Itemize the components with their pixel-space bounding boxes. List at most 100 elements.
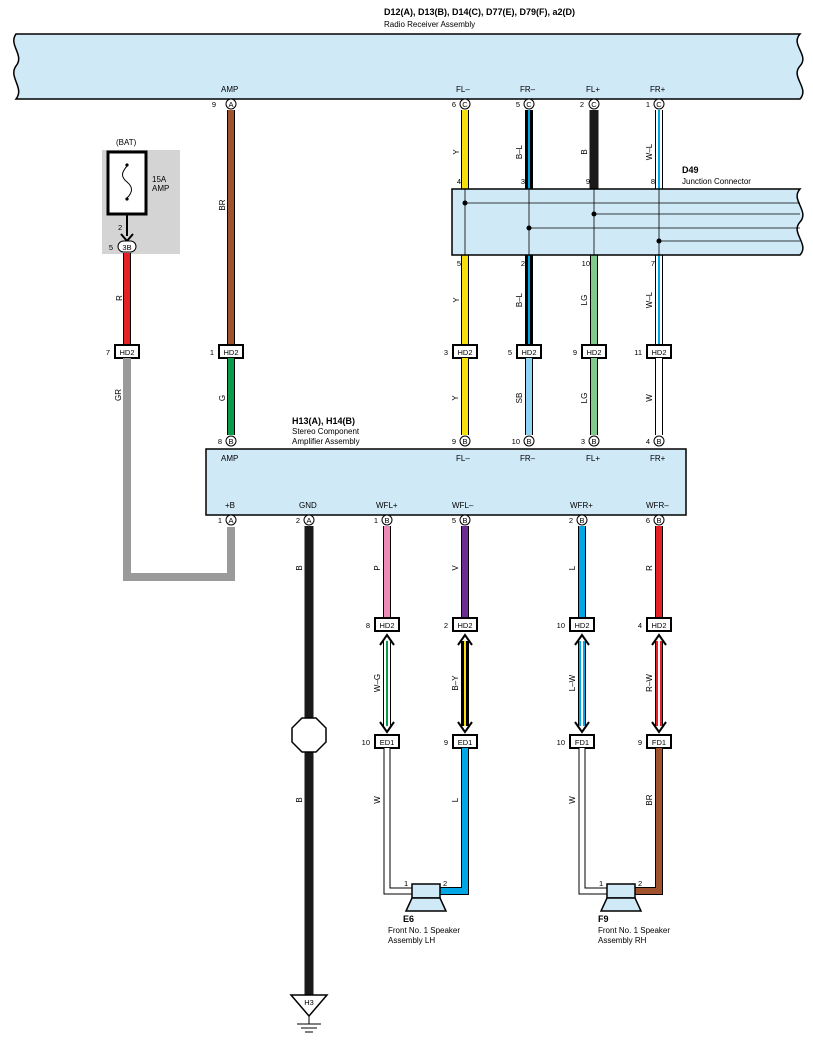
svg-text:LG: LG xyxy=(580,295,589,306)
svg-text:4: 4 xyxy=(638,621,642,630)
speaker-f9-name-2: Assembly RH xyxy=(598,936,647,945)
ground-splice xyxy=(291,717,327,753)
svg-text:BR: BR xyxy=(645,794,654,805)
svg-text:W–G: W–G xyxy=(373,674,382,692)
hd2-connector-11: 11 HD2 xyxy=(634,344,672,359)
svg-text:L: L xyxy=(568,565,577,570)
svg-text:B–L: B–L xyxy=(515,144,524,159)
svg-text:R: R xyxy=(115,295,124,301)
svg-text:B: B xyxy=(462,437,467,446)
svg-text:2: 2 xyxy=(638,879,642,888)
svg-text:2: 2 xyxy=(569,516,573,525)
svg-text:AMP: AMP xyxy=(221,454,238,463)
junction-body xyxy=(451,188,804,256)
svg-text:R: R xyxy=(645,565,654,571)
speaker-e6-id: E6 xyxy=(403,914,414,924)
hd2-top-connectors: 7 HD2 1 HD2 3 HD2 5 HD2 9 HD2 11 HD2 xyxy=(106,344,672,359)
svg-text:FL–: FL– xyxy=(456,85,470,94)
svg-text:2: 2 xyxy=(580,100,584,109)
svg-text:V: V xyxy=(451,565,460,571)
junction-connector-d49: D49 Junction Connector 4 3 9 8 5 2 10 7 xyxy=(451,165,804,268)
radio-name: Radio Receiver Assembly xyxy=(384,20,475,29)
svg-text:WFR–: WFR– xyxy=(646,501,669,510)
fuse-icon xyxy=(106,150,148,216)
svg-text:8: 8 xyxy=(651,177,655,186)
svg-text:WFL–: WFL– xyxy=(452,501,474,510)
svg-text:7: 7 xyxy=(106,348,110,357)
svg-text:B: B xyxy=(656,516,661,525)
svg-text:Y: Y xyxy=(452,297,461,303)
svg-text:8: 8 xyxy=(218,437,222,446)
svg-text:HD2: HD2 xyxy=(223,348,238,357)
svg-text:1: 1 xyxy=(374,516,378,525)
svg-text:FR–: FR– xyxy=(520,454,536,463)
svg-text:10: 10 xyxy=(512,437,520,446)
fuse-unit: AMP xyxy=(152,184,169,193)
svg-text:L: L xyxy=(451,797,460,802)
amp-top-pin-fr-minus: 10 B FR– xyxy=(512,435,536,463)
svg-text:1: 1 xyxy=(218,516,222,525)
speaker-f9: 1 2 F9 Front No. 1 Speaker Assembly RH xyxy=(598,879,670,945)
svg-text:3B: 3B xyxy=(122,243,131,252)
speaker-f9-cone xyxy=(599,897,643,912)
svg-text:WFR+: WFR+ xyxy=(570,501,593,510)
radio-pin-fr-minus: FR– 5 C xyxy=(516,85,536,110)
svg-text:HD2: HD2 xyxy=(521,348,536,357)
svg-text:2: 2 xyxy=(521,259,525,268)
amplifier-ids: H13(A), H14(B) xyxy=(292,416,355,426)
radio-pin-fl-plus: FL+ 2 C xyxy=(580,85,600,110)
amp-bottom-pin-wfr-minus: WFR– 6 B xyxy=(646,501,669,526)
svg-text:8: 8 xyxy=(366,621,370,630)
svg-text:5: 5 xyxy=(452,516,456,525)
svg-text:9: 9 xyxy=(586,177,590,186)
svg-text:B: B xyxy=(295,565,304,570)
speaker-f9-id: F9 xyxy=(598,914,609,924)
svg-text:B: B xyxy=(591,437,596,446)
svg-text:Y: Y xyxy=(452,149,461,155)
speaker-wires: W L W BR xyxy=(373,748,663,895)
amp-bottom-pin-wfl-plus: WFL+ 1 B xyxy=(374,501,398,526)
svg-text:1: 1 xyxy=(404,879,408,888)
svg-text:B: B xyxy=(462,516,467,525)
svg-text:HD2: HD2 xyxy=(457,621,472,630)
radio-pins: AMP 9 A FL– 6 C FR– 5 C FL+ 2 C FR+ 1 C xyxy=(212,85,666,110)
svg-text:SB: SB xyxy=(515,393,524,404)
svg-text:3: 3 xyxy=(581,437,585,446)
wire-l-w: L–W xyxy=(568,633,590,734)
svg-text:LG: LG xyxy=(580,393,589,404)
speaker-f9-name-1: Front No. 1 Speaker xyxy=(598,926,670,935)
svg-text:B: B xyxy=(526,437,531,446)
svg-text:10: 10 xyxy=(557,621,565,630)
svg-text:B: B xyxy=(384,516,389,525)
fuse-rating: 15A xyxy=(152,175,167,184)
fd1-connector-10: 10 FD1 xyxy=(557,734,595,749)
ed1-connector-10: 10 ED1 xyxy=(362,734,400,749)
hd2-connector-8: 8 HD2 xyxy=(366,617,400,632)
svg-text:4: 4 xyxy=(457,177,461,186)
svg-text:BR: BR xyxy=(218,199,227,210)
svg-text:G: G xyxy=(218,395,227,401)
svg-text:5: 5 xyxy=(109,243,113,252)
svg-text:FR+: FR+ xyxy=(650,85,666,94)
radio-receiver-body xyxy=(13,33,804,100)
svg-text:W: W xyxy=(568,796,577,804)
svg-text:B: B xyxy=(295,797,304,802)
svg-text:9: 9 xyxy=(452,437,456,446)
amp-bottom-pin-gnd: GND 2 A xyxy=(296,501,317,526)
svg-text:C: C xyxy=(462,100,468,109)
svg-text:+B: +B xyxy=(225,501,235,510)
svg-text:GND: GND xyxy=(299,501,317,510)
upper-wires: R BR Y Y B–L B–L B LG W–L W–L xyxy=(115,110,663,345)
svg-text:7: 7 xyxy=(651,259,655,268)
lower-wires: B B P V L R xyxy=(295,526,663,995)
svg-text:HD2: HD2 xyxy=(651,348,666,357)
svg-text:C: C xyxy=(526,100,532,109)
amplifier-body xyxy=(205,448,687,516)
svg-text:10: 10 xyxy=(362,738,370,747)
svg-text:1: 1 xyxy=(210,348,214,357)
svg-text:HD2: HD2 xyxy=(586,348,601,357)
svg-text:W: W xyxy=(645,394,654,402)
amp-bottom-pin-plus-b: +B 1 A xyxy=(218,501,237,526)
svg-text:H3: H3 xyxy=(304,998,314,1007)
